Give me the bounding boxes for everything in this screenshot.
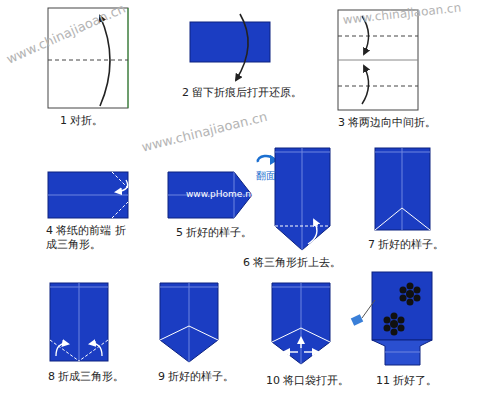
step-caption: 8 折成三角形。	[48, 370, 125, 384]
watermark: www.pHome.net	[186, 189, 260, 200]
step-caption: 2 留下折痕后打开还原。	[182, 86, 303, 100]
step-caption: 11 折好了。	[376, 374, 438, 388]
step-caption: 7 折好的样子。	[368, 238, 445, 252]
step-caption: 10 将口袋打开。	[266, 374, 350, 388]
step10-paper	[272, 283, 330, 364]
step-caption: 6 将三角形折上去。	[243, 256, 342, 270]
step-caption: 1 对折。	[60, 114, 104, 128]
step-caption: 9 折好的样子。	[158, 370, 235, 384]
watermark: www.chinajiaoan.cn	[140, 109, 269, 156]
step9-paper	[160, 283, 218, 362]
step6-paper	[275, 148, 330, 250]
flip-label: 翻面	[256, 170, 276, 183]
step-caption: 5 折好的样子。	[176, 226, 253, 240]
step11-vase	[351, 272, 432, 365]
step-caption: 4 将纸的前端 折成三角形。	[46, 224, 132, 252]
step2-paper	[190, 14, 270, 80]
step-caption: 3 将两边向中间折。	[338, 116, 437, 130]
step4-paper	[48, 172, 128, 218]
step7-paper	[375, 148, 430, 230]
step8-paper	[50, 283, 108, 361]
